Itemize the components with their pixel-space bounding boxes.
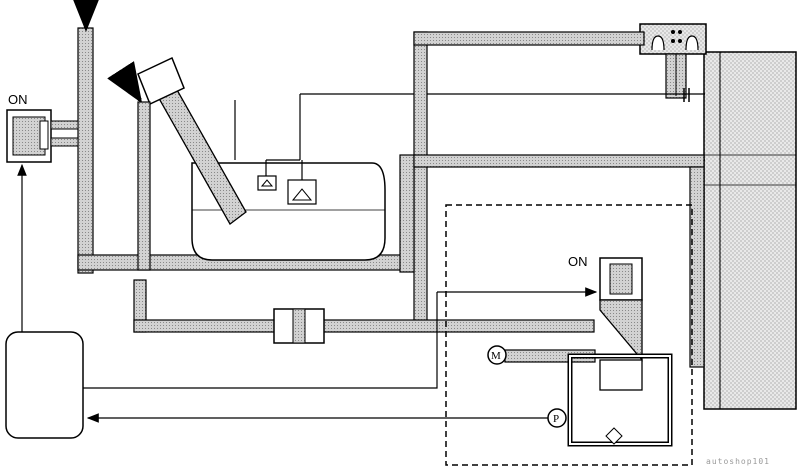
watermark: autoshop101: [706, 457, 770, 466]
changeover-valve: [599, 257, 643, 391]
canister-pipes: [399, 31, 705, 368]
leak-detection-module-boundary: [445, 204, 693, 466]
vane-pump: P: [547, 408, 567, 428]
rollover-valves: [257, 160, 317, 205]
pump-symbol: P: [553, 413, 559, 425]
motor: M: [487, 345, 507, 365]
purge-vsv-state-label: ON: [8, 92, 28, 107]
purge-line-lower: [133, 279, 595, 333]
inline-filter: [273, 308, 325, 344]
changeover-valve-state-label: ON: [568, 254, 588, 269]
canister-vent-valve: [639, 23, 707, 102]
pump-chamber: [504, 349, 673, 447]
charcoal-canister: [703, 51, 797, 410]
motor-signal-wire: [83, 320, 438, 389]
fuel-fill-arrow: [107, 61, 143, 104]
fuel-tank: [191, 162, 386, 261]
filler-vent-pipe: [137, 101, 151, 271]
fuel-filler-neck: [137, 56, 247, 225]
air-inlet-pipe: [77, 27, 409, 274]
ecm-box: [5, 331, 84, 439]
motor-symbol: M: [491, 350, 501, 362]
purge-vsv: [6, 109, 79, 163]
